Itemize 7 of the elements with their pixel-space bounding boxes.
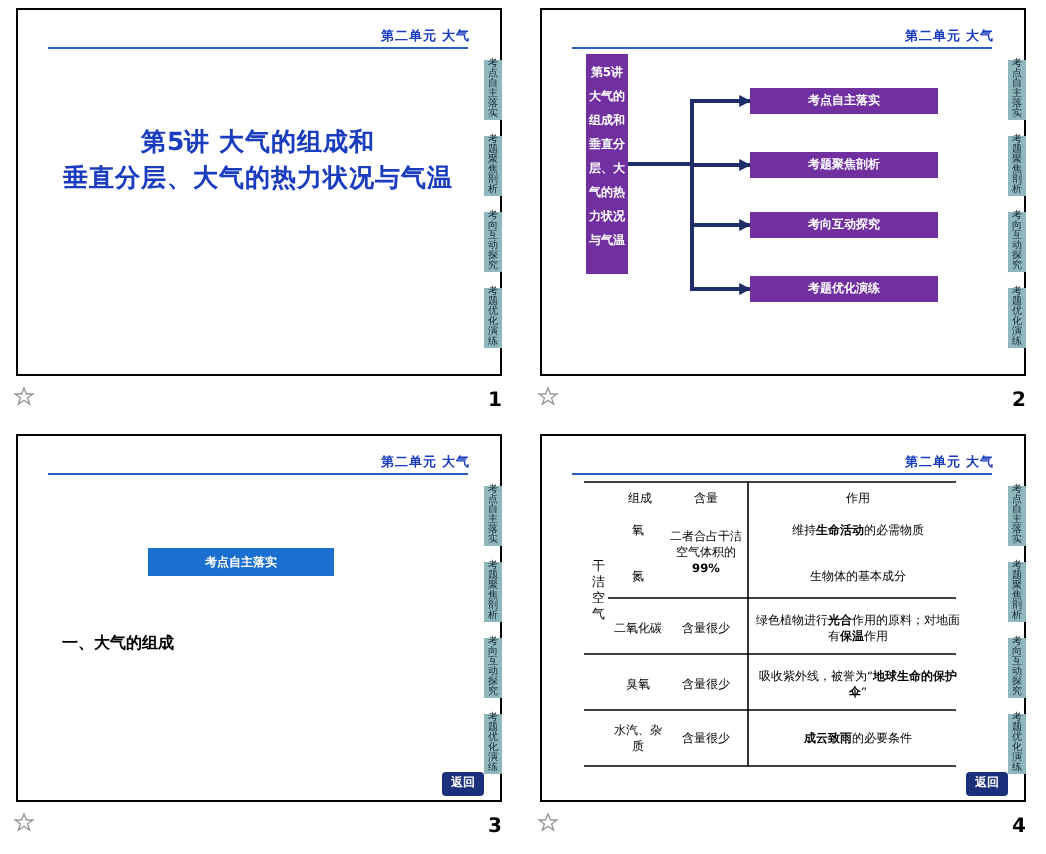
slide-title: 垂直分层、大气的热力状况与气温 xyxy=(61,162,455,194)
slide-title: 第5讲 大气的组成和 xyxy=(138,126,378,158)
page-number: 4 xyxy=(1010,816,1026,840)
page-number: 3 xyxy=(486,816,502,840)
page-number: 2 xyxy=(1010,390,1026,414)
section-heading: 一、大气的组成 xyxy=(62,632,176,656)
page-number: 1 xyxy=(486,390,502,414)
